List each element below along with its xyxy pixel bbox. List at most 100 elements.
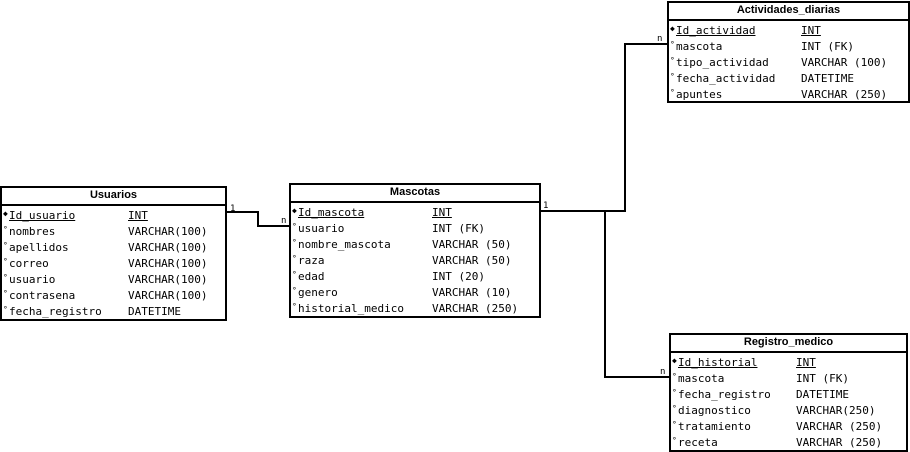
field-row: °nombre_mascota VARCHAR (50): [291, 237, 539, 253]
field-name: receta: [678, 436, 718, 449]
field-name: Id_actividad: [676, 24, 756, 37]
field-row: °fecha_registro DATETIME: [2, 304, 225, 320]
field-row: °mascota INT (FK): [671, 371, 906, 387]
field-type: DATETIME: [128, 305, 181, 318]
card-actividades-many: n: [657, 34, 663, 44]
field-type: VARCHAR(250): [796, 404, 876, 417]
entity-title: Mascotas: [291, 185, 539, 203]
attribute-icon: °: [3, 225, 8, 234]
field-name: raza: [298, 254, 325, 267]
field-name: historial_medico: [298, 302, 404, 315]
field-type: INT (FK): [801, 40, 854, 53]
field-name: usuario: [298, 222, 345, 235]
field-name: edad: [298, 270, 325, 283]
field-type: VARCHAR (250): [796, 436, 883, 449]
field-row: °apellidos VARCHAR(100): [2, 240, 225, 256]
attribute-icon: °: [292, 270, 297, 279]
field-row: °receta VARCHAR (250): [671, 435, 906, 451]
field-name: nombres: [9, 225, 56, 238]
field-name: Id_usuario: [9, 209, 76, 222]
field-type: VARCHAR (50): [432, 238, 512, 251]
field-type: VARCHAR (250): [796, 420, 883, 433]
attribute-icon: °: [670, 88, 675, 97]
field-row: °historial_medico VARCHAR (250): [291, 301, 539, 317]
attribute-icon: °: [672, 404, 677, 413]
card-mascotas-many: n: [281, 216, 287, 226]
attribute-icon: °: [672, 388, 677, 397]
key-icon: ◆: [292, 206, 297, 215]
field-type: VARCHAR (10): [432, 286, 512, 299]
field-name: contrasena: [9, 289, 76, 302]
primary-key-row: ◆Id_actividad INT: [669, 23, 908, 39]
field-name: mascota: [678, 372, 725, 385]
attribute-icon: °: [3, 273, 8, 282]
attribute-icon: °: [3, 289, 8, 298]
entity-title: Actividades_diarias: [669, 3, 908, 21]
field-name: fecha_registro: [9, 305, 102, 318]
rel-mascotas-registro: [604, 211, 670, 378]
field-name: nombre_mascota: [298, 238, 391, 251]
field-row: °mascota INT (FK): [669, 39, 908, 55]
field-name: mascota: [676, 40, 723, 53]
attribute-icon: °: [292, 238, 297, 247]
field-row: °contrasena VARCHAR(100): [2, 288, 225, 304]
entity-title: Usuarios: [2, 188, 225, 206]
card-mascotas-one: 1: [543, 201, 549, 211]
attribute-icon: °: [292, 222, 297, 231]
field-type: DATETIME: [796, 388, 849, 401]
field-type: VARCHAR(100): [128, 257, 208, 270]
field-type: VARCHAR(100): [128, 241, 208, 254]
field-type: VARCHAR (250): [801, 88, 888, 101]
field-type: VARCHAR (250): [432, 302, 519, 315]
field-row: °nombres VARCHAR(100): [2, 224, 225, 240]
field-row: °diagnostico VARCHAR(250): [671, 403, 906, 419]
field-type: INT (FK): [796, 372, 849, 385]
field-name: diagnostico: [678, 404, 751, 417]
attribute-icon: °: [672, 420, 677, 429]
field-type: VARCHAR(100): [128, 289, 208, 302]
attribute-icon: °: [292, 254, 297, 263]
field-name: apellidos: [9, 241, 69, 254]
attribute-icon: °: [3, 257, 8, 266]
rel-usuarios-mascotas: [227, 211, 290, 227]
field-name: genero: [298, 286, 338, 299]
attribute-icon: °: [3, 241, 8, 250]
attribute-icon: °: [670, 72, 675, 81]
entity-title: Registro_medico: [671, 335, 906, 353]
key-icon: ◆: [670, 24, 675, 33]
key-icon: ◆: [3, 209, 8, 218]
field-type: INT: [128, 209, 148, 222]
field-name: tratamiento: [678, 420, 751, 433]
attribute-icon: °: [292, 302, 297, 311]
field-name: apuntes: [676, 88, 723, 101]
field-type: DATETIME: [801, 72, 854, 85]
attribute-icon: °: [672, 372, 677, 381]
field-name: usuario: [9, 273, 56, 286]
field-name: Id_historial: [678, 356, 758, 369]
field-type: INT: [796, 356, 816, 369]
field-type: INT: [801, 24, 821, 37]
field-row: °raza VARCHAR (50): [291, 253, 539, 269]
field-type: INT (FK): [432, 222, 485, 235]
attribute-icon: °: [672, 436, 677, 445]
field-type: VARCHAR(100): [128, 225, 208, 238]
field-type: VARCHAR (50): [432, 254, 512, 267]
attribute-icon: °: [670, 40, 675, 49]
attribute-icon: °: [3, 305, 8, 314]
